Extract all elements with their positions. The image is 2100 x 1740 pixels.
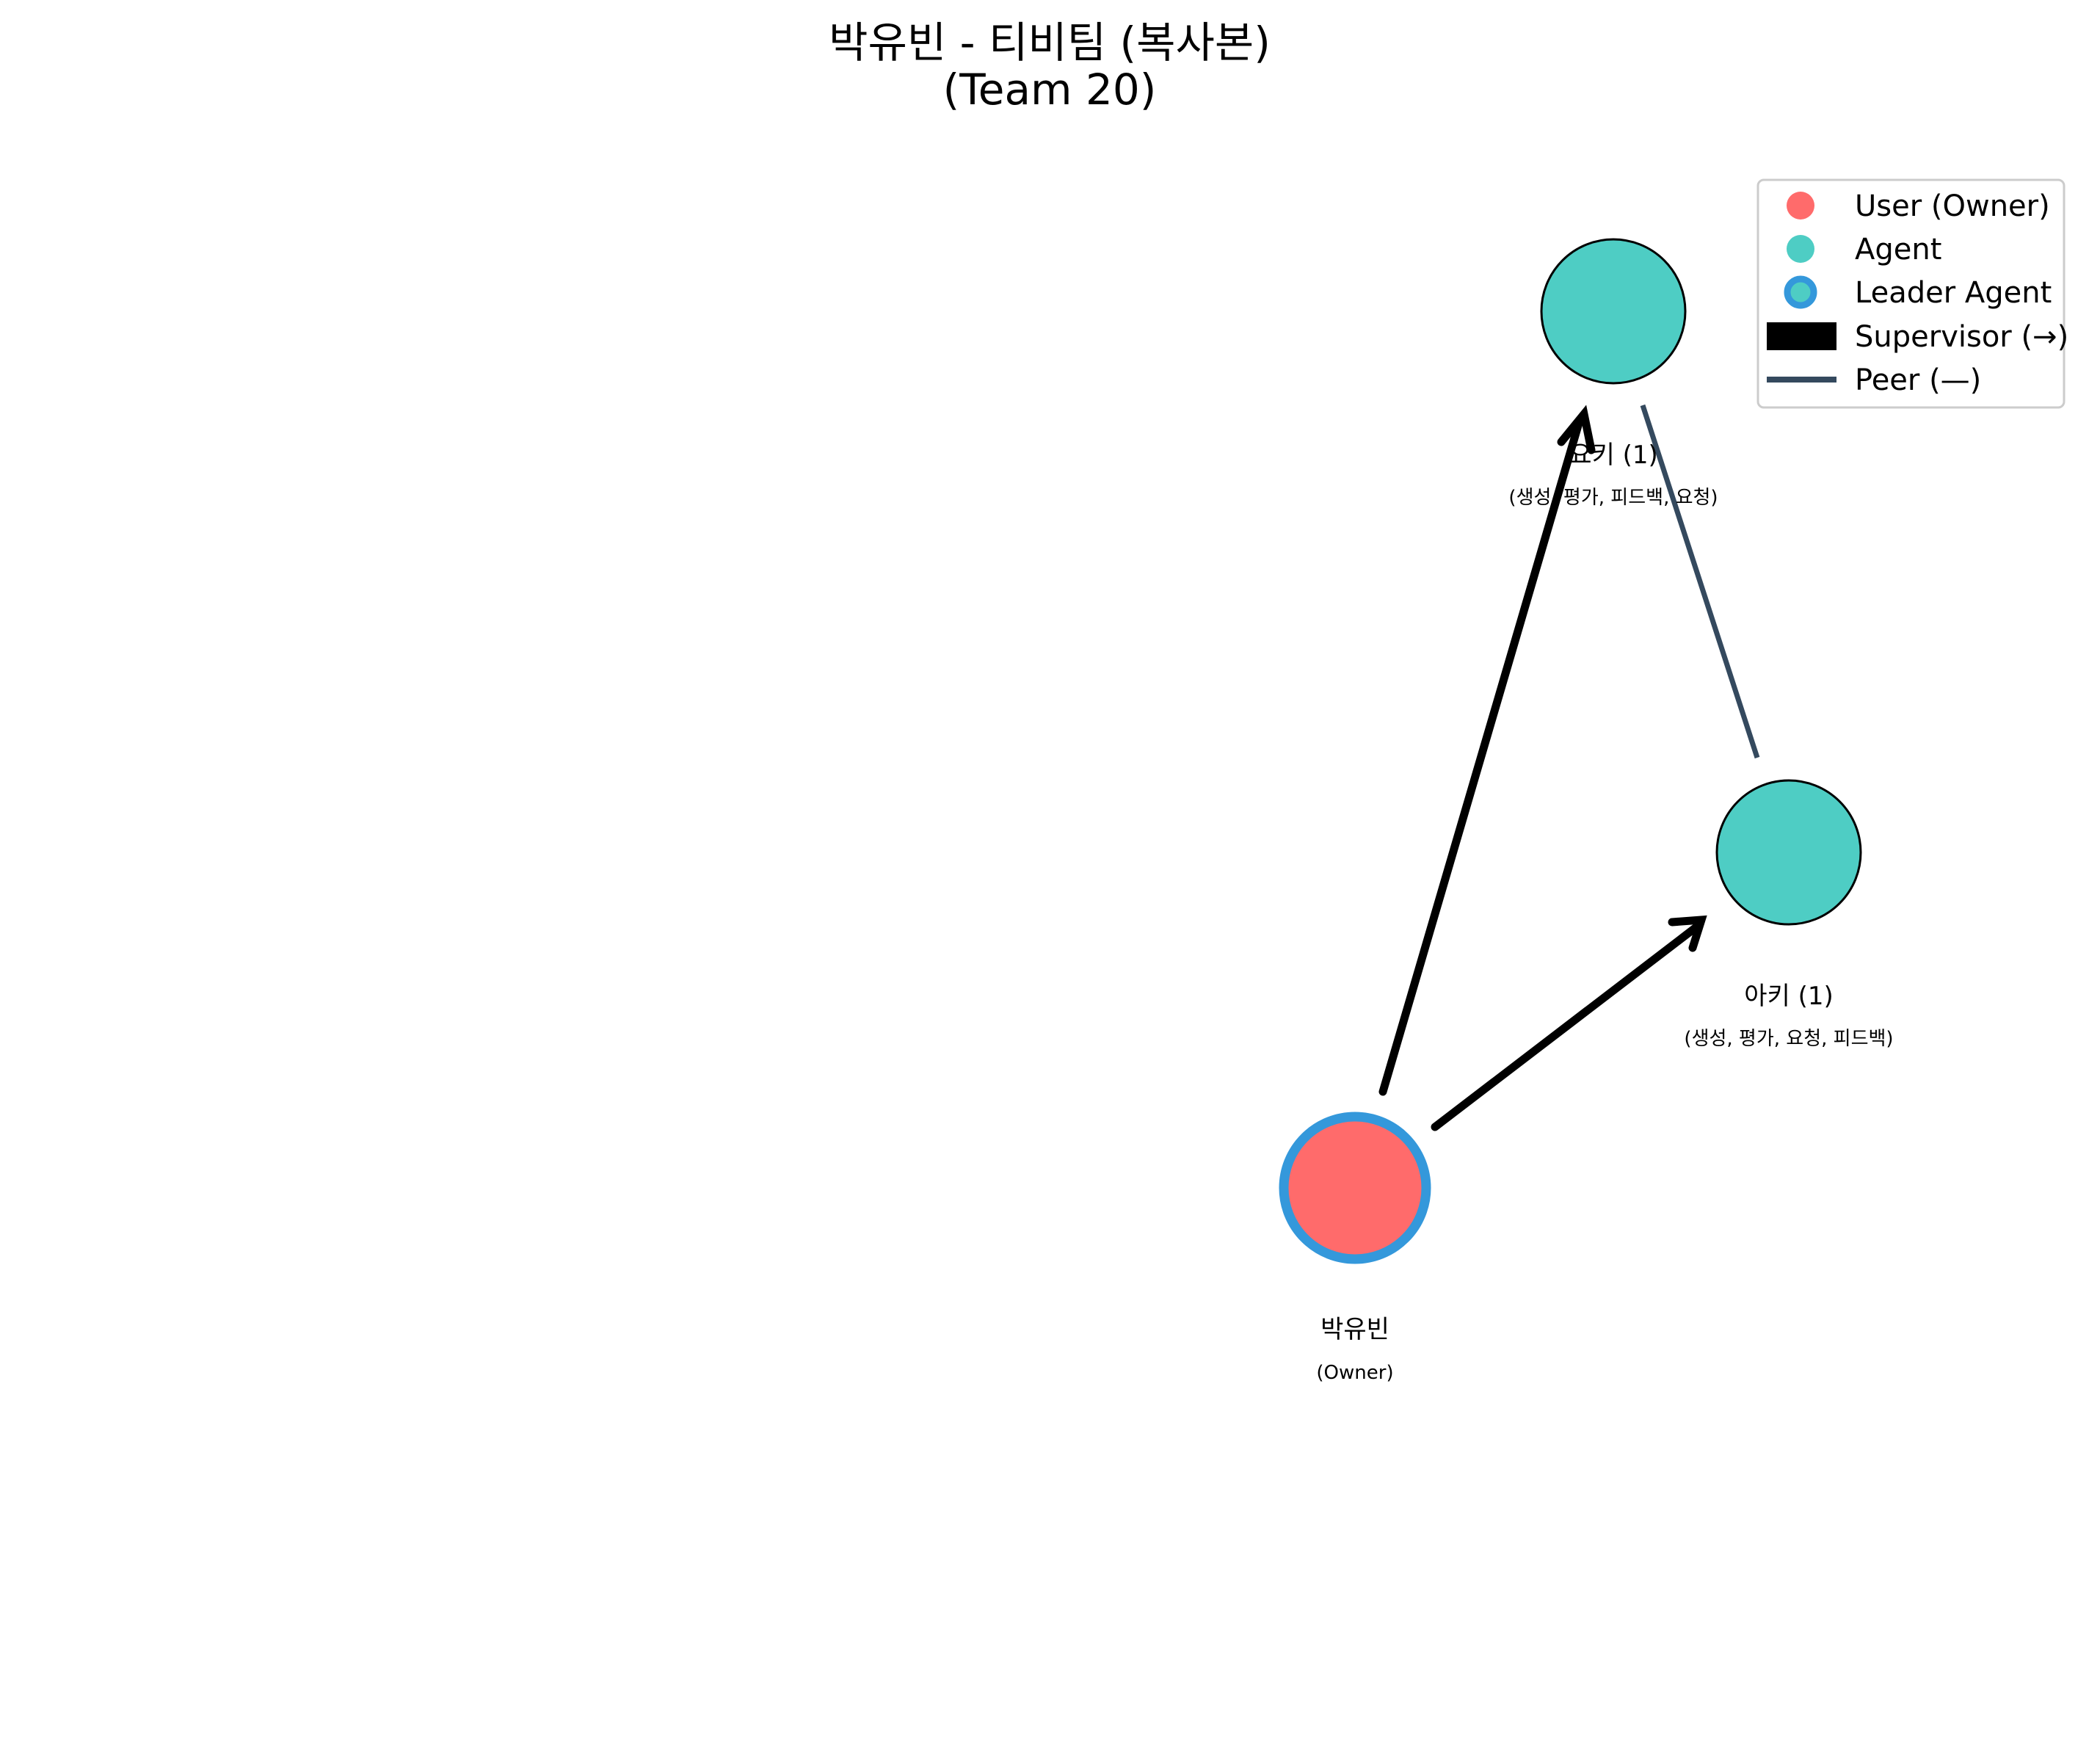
supervisor-edge-owner-yoki [1378, 416, 1584, 1096]
node-yoki: 요키 (1) (생성, 평가, 피드백, 요청) [1508, 238, 1718, 509]
node-label: 박유빈 [1320, 1315, 1389, 1344]
diagram-title: 박유빈 - 티비팀 (복사본) [829, 18, 1271, 68]
supervisor-swatch-icon [1767, 322, 1836, 350]
user-node-circle [1279, 1112, 1431, 1264]
node-label: 요키 (1) [1569, 441, 1658, 470]
legend-box [1756, 178, 2066, 409]
ring-leader-icon [1784, 275, 1817, 309]
circle-agent-icon [1787, 235, 1814, 263]
legend-item-agent: Agent [1855, 233, 1941, 267]
diagram-subtitle: (Team 20) [943, 65, 1157, 115]
legend-item-user: User (Owner) [1855, 189, 2050, 223]
node-sublabel: (생성, 평가, 피드백, 요청) [1508, 487, 1718, 509]
node-label: 아키 (1) [1744, 982, 1834, 1011]
arrowhead-icon [1668, 915, 1707, 952]
supervisor-edge-owner-aki [1431, 922, 1701, 1131]
node-owner: 박유빈 (Owner) [1279, 1112, 1431, 1384]
legend-item-supervisor: Supervisor (→) [1855, 320, 2068, 354]
circle-user-icon [1787, 192, 1814, 220]
agent-node-circle [1715, 779, 1862, 926]
legend: User (Owner) Agent Leader Agent Supervis… [1756, 178, 2068, 409]
legend-item-leader: Leader Agent [1855, 276, 2052, 310]
peer-edge-yoki-aki [1640, 404, 1760, 759]
arrowhead-icon [1557, 405, 1596, 454]
edges [1378, 404, 1760, 1131]
node-sublabel: (생성, 평가, 요청, 피드백) [1684, 1028, 1893, 1050]
node-aki: 아키 (1) (생성, 평가, 요청, 피드백) [1684, 779, 1894, 1050]
node-sublabel: (Owner) [1316, 1362, 1393, 1384]
agent-node-circle [1540, 238, 1687, 385]
legend-item-peer: Peer (—) [1855, 363, 1981, 397]
